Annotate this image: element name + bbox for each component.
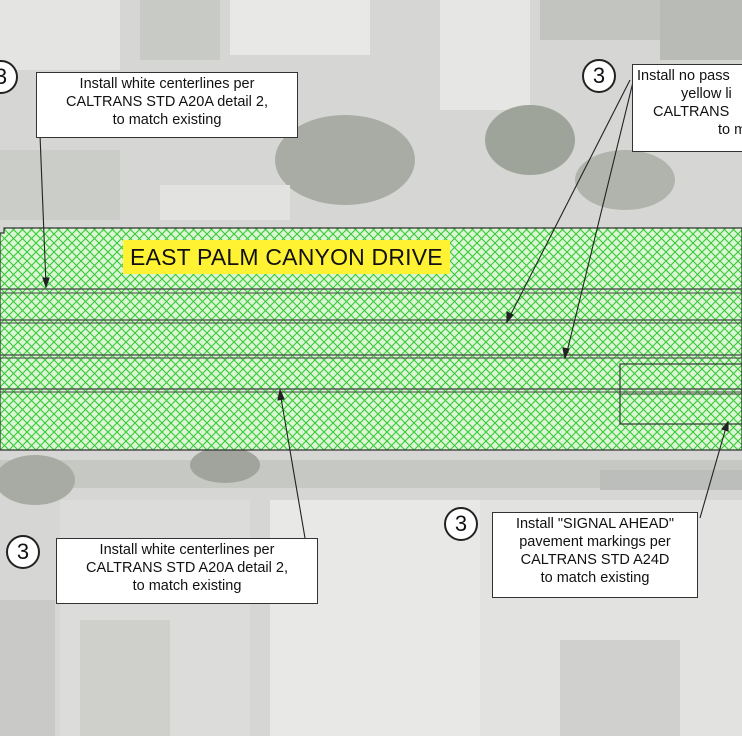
callout-line: CALTRANS STD A20A detail 2, <box>85 560 289 576</box>
callout-line: to m <box>718 122 742 138</box>
leader-lines <box>39 79 729 539</box>
roadway-hatch <box>0 227 742 451</box>
callout-no-passing-yellow: Install no pass yellow li CALTRANS to m <box>632 64 742 152</box>
callout-line: Install "SIGNAL AHEAD" <box>515 516 675 532</box>
callout-line: to match existing <box>112 112 222 128</box>
callout-line: CALTRANS STD A24D <box>520 552 670 568</box>
note-marker-3: 3 <box>582 59 616 93</box>
callout-line: CALTRANS STD A20A detail 2, <box>65 94 269 110</box>
callout-line: to match existing <box>540 570 650 586</box>
callout-line: Install white centerlines per <box>99 542 275 558</box>
callout-signal-ahead: Install "SIGNAL AHEAD" pavement markings… <box>492 512 698 598</box>
callout-white-centerlines-south: Install white centerlines per CALTRANS S… <box>56 538 318 604</box>
callout-line: CALTRANS <box>653 104 730 120</box>
callout-line: Install no pass <box>637 68 730 84</box>
note-marker-3: 3 <box>6 535 40 569</box>
callout-line: pavement markings per <box>519 534 671 550</box>
callout-line: to match existing <box>132 578 242 594</box>
callout-white-centerlines-north: Install white centerlines per CALTRANS S… <box>36 72 298 138</box>
callout-line: Install white centerlines per <box>79 76 255 92</box>
street-name-label: EAST PALM CANYON DRIVE <box>123 240 450 274</box>
callout-line: yellow li <box>681 86 732 102</box>
note-marker-3: 3 <box>444 507 478 541</box>
